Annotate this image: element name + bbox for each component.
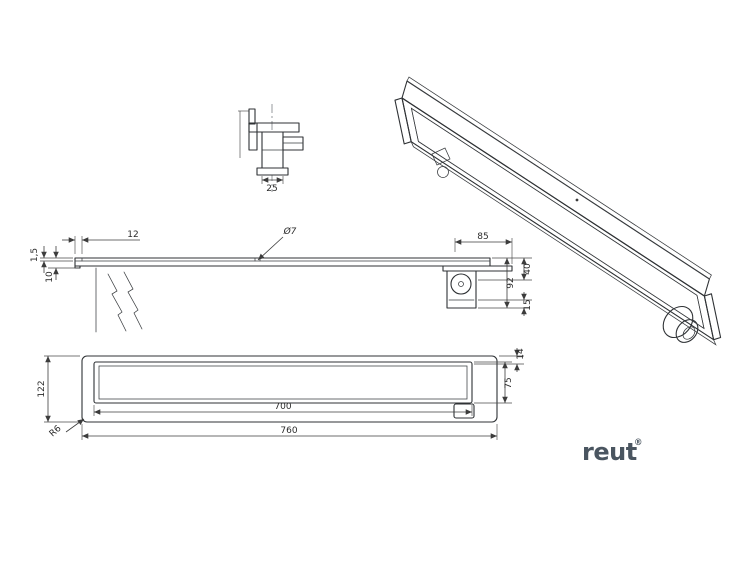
- dim-label-25: 25: [266, 184, 277, 194]
- dim-label-122: 122: [37, 380, 47, 397]
- dim-label-14: 14: [516, 348, 526, 360]
- detail-section-view: 25: [238, 104, 304, 194]
- trap-body: [446, 270, 477, 309]
- iso-wall-flange-top-edge: [406, 76, 712, 280]
- leader-line-hole: [257, 236, 284, 261]
- isometric-view: [394, 76, 722, 346]
- mounting-clip-ring: [437, 166, 449, 178]
- iso-grate-inner: [410, 107, 705, 330]
- dim-label-1-5: 1,5: [30, 248, 40, 262]
- detail-wall-flange-tab: [248, 108, 256, 125]
- dim-label-700: 700: [274, 402, 291, 412]
- brand-logo: reut ®: [582, 438, 643, 466]
- side-elevation-view: 1,5 10 12 Ø7 85 92 40 15: [30, 226, 533, 333]
- plan-grate-frame: [93, 361, 473, 404]
- outlet-plate: [442, 265, 513, 272]
- iso-grate-frame: [401, 97, 715, 341]
- mounting-clip-arm: [431, 147, 451, 166]
- plan-grate-perforation: [98, 365, 468, 400]
- dim-label-12: 12: [127, 230, 138, 240]
- plan-top-view: 122 R6 700 760 75 14: [37, 348, 526, 440]
- plan-outlet-box: [453, 403, 475, 419]
- iso-outlet-body: [662, 305, 694, 339]
- trap-outlet-circle: [450, 273, 472, 295]
- iso-outlet-cap: [675, 319, 699, 343]
- dim-label-85: 85: [477, 232, 488, 242]
- logo-registered-mark: ®: [634, 438, 643, 448]
- plan-body-outline: [81, 355, 498, 423]
- dim-label-hole-diameter: Ø7: [283, 226, 297, 237]
- detail-pipe-base: [256, 167, 289, 176]
- dim-label-10: 10: [45, 271, 55, 283]
- iso-outlet-hole: [682, 326, 696, 340]
- iso-grate-perforation: [410, 107, 705, 330]
- detail-side-section-hatched: [248, 122, 258, 151]
- trap-outlet-center: [458, 281, 464, 287]
- dim-label-r6: R6: [48, 424, 64, 440]
- dim-label-92: 92: [506, 277, 516, 288]
- detail-side-outlet: [282, 136, 304, 151]
- channel-profile: [74, 257, 491, 267]
- break-line: [107, 273, 127, 332]
- dim-label-75: 75: [504, 377, 514, 388]
- iso-flange-screw-hole: [575, 198, 579, 202]
- dim-label-40: 40: [523, 263, 533, 275]
- logo-text: reut: [582, 438, 637, 466]
- dim-label-15: 15: [523, 299, 533, 310]
- leader-line-radius: [65, 418, 85, 433]
- break-line: [123, 271, 143, 330]
- dim-label-760: 760: [280, 426, 297, 436]
